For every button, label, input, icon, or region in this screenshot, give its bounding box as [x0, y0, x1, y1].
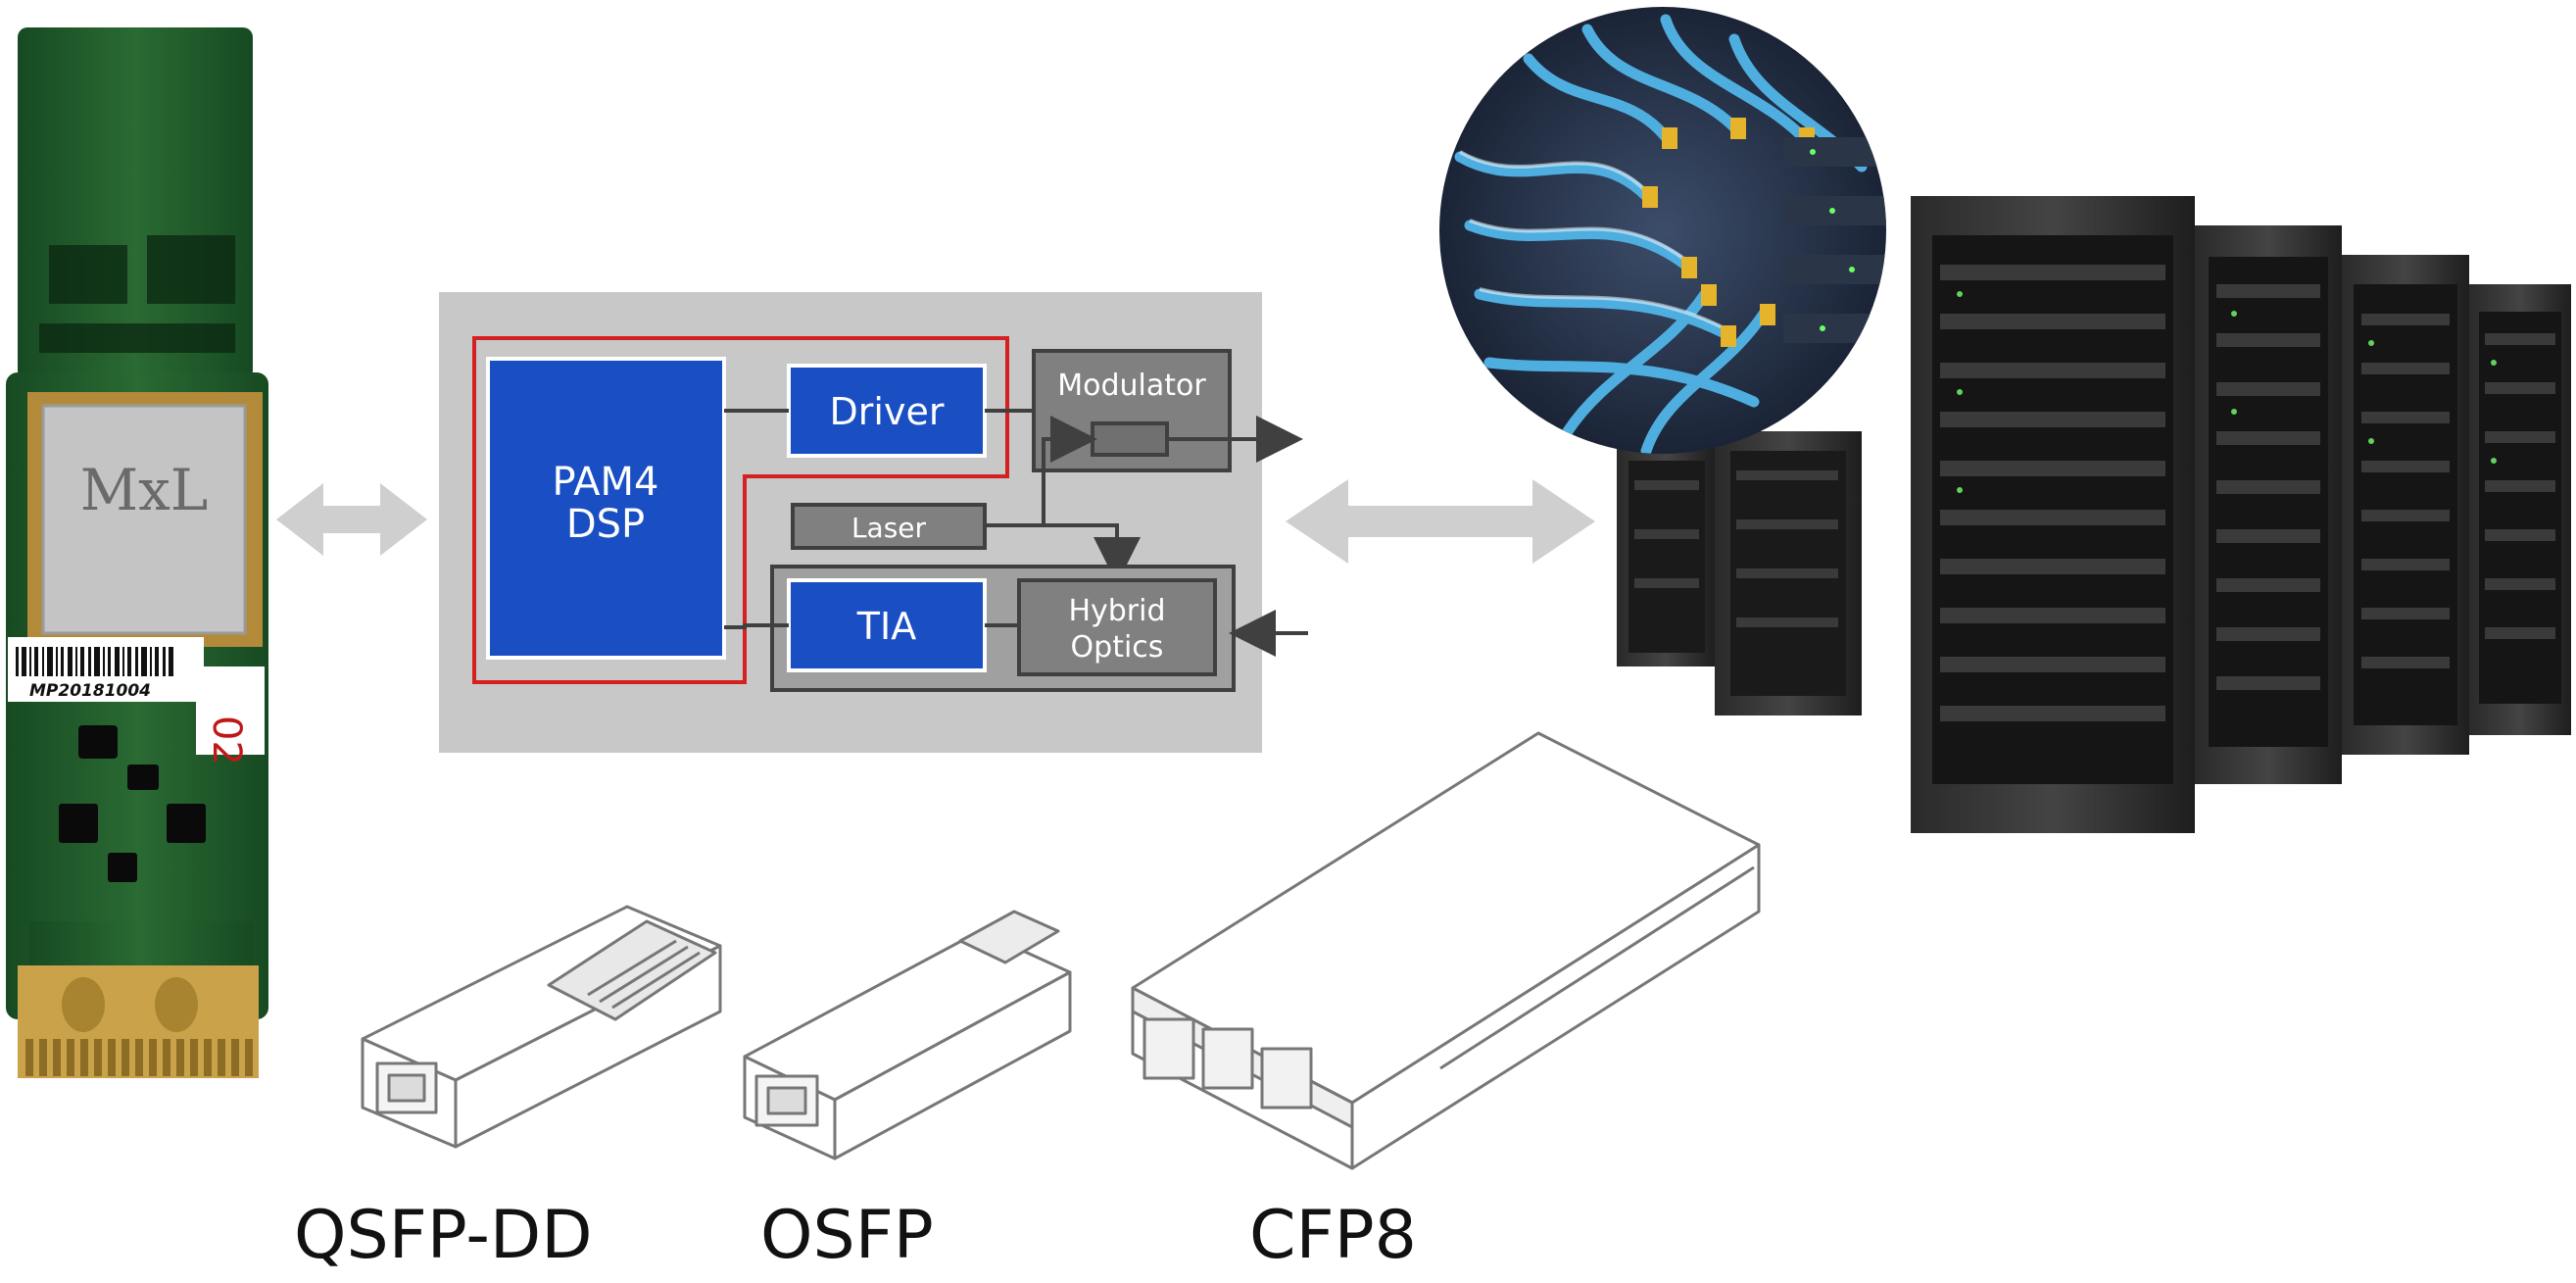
osfp-module-icon — [743, 910, 1072, 1160]
connector-pad-left — [62, 977, 105, 1032]
server-racks — [1617, 196, 2571, 833]
hybrid-label-line1: Hybrid — [1068, 594, 1165, 628]
hybrid-label-line2: Optics — [1071, 630, 1164, 665]
pam4-dsp-block — [486, 357, 726, 660]
driver-label: Driver — [830, 390, 945, 433]
hybrid-optics-block — [1017, 578, 1217, 676]
fiber-cables-photo — [1439, 7, 1886, 454]
chip-logo: MxL — [80, 457, 209, 523]
sticker-label — [196, 666, 265, 755]
laser-to-hybrid-arrow — [1044, 523, 1141, 584]
cable-highlights — [1459, 150, 1725, 330]
modulator-label: Modulator — [1057, 369, 1206, 403]
laser-block — [791, 503, 987, 550]
tia-dsp-link — [724, 623, 789, 629]
tia-label: TIA — [856, 605, 916, 648]
board-components — [59, 725, 206, 882]
modulator-element — [1091, 421, 1169, 457]
server-rack-4 — [2195, 225, 2342, 784]
chip-lid — [41, 404, 247, 635]
sticker-number: 02 — [204, 716, 249, 765]
laser-label: Laser — [851, 512, 927, 544]
dsp-label-line1: PAM4 — [553, 460, 659, 505]
transceiver-board: MxL MP20181004 02 — [6, 27, 268, 1078]
dsp-label-line2: DSP — [566, 502, 645, 547]
drive-bays — [1634, 265, 2555, 721]
bidirectional-arrow-left-icon — [276, 483, 427, 556]
board-top-components — [39, 235, 235, 353]
driver-block — [787, 364, 987, 458]
server-rack-6 — [2469, 284, 2571, 735]
connector-pad-right — [155, 977, 198, 1032]
serial-number: MP20181004 — [29, 681, 151, 701]
tia-block — [787, 578, 987, 672]
caption-cfp8: CFP8 — [1249, 1197, 1417, 1274]
barcode — [16, 647, 173, 676]
switch-leds — [1810, 149, 1855, 331]
server-rack-1 — [1617, 441, 1715, 666]
dsp-highlight-outline — [472, 336, 1009, 684]
status-leds — [1957, 291, 2497, 493]
caption-qsfp-dd: QSFP-DD — [294, 1197, 593, 1274]
server-rack-5 — [2342, 255, 2469, 755]
qsfp-dd-module-icon — [361, 905, 722, 1149]
connector-fingers — [25, 1039, 253, 1076]
bidirectional-arrow-right-icon — [1286, 479, 1595, 564]
caption-osfp: OSFP — [760, 1197, 934, 1274]
fiber-cables — [1454, 14, 1868, 454]
block-diagram: PAM4 DSP Driver Modulator Laser TIA Hybr… — [439, 292, 1308, 753]
cfp8-module-icon — [1131, 731, 1761, 1170]
laser-to-modulator-arrow — [985, 416, 1097, 527]
